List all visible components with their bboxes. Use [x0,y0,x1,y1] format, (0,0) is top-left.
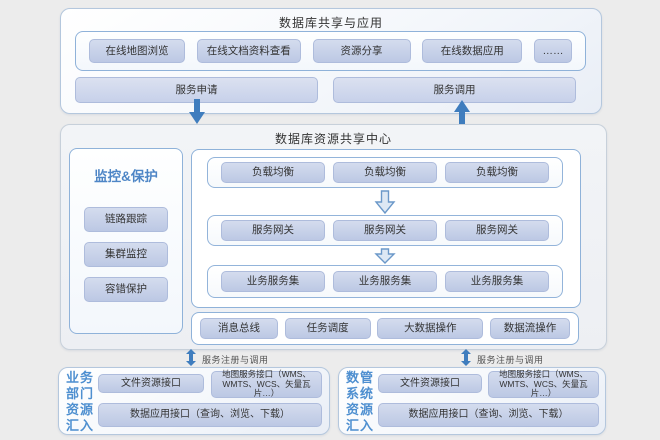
data-mgmt-title: 数管 系统 资源 汇入 [345,370,374,433]
node-file-resource-api: 文件资源接口 [98,374,204,393]
node-link-tracing: 链路跟踪 [84,207,168,232]
node-business-service-set: 业务服务集 [445,271,549,292]
node-load-balancer: 负载均衡 [445,162,549,183]
monitor-protect-title: 监控&保护 [94,169,158,184]
center-panel-title: 数据库资源共享中心 [274,132,392,146]
arrow-up-down-icon [461,349,471,366]
arrow-down-outline-icon [374,190,396,214]
node-business-service-set: 业务服务集 [333,271,437,292]
node-data-app-api: 数据应用接口（查询、浏览、下载） [98,403,322,427]
business-dept-title: 业务 部门 资源 汇入 [65,370,94,433]
node-resource-share: 资源分享 [312,39,411,63]
arrow-down-icon [189,99,205,124]
node-service-gateway: 服务网关 [445,220,549,241]
application-group: 在线地图浏览 在线文档资料查看 资源分享 在线数据应用 …… [75,31,586,71]
arrow-up-icon [454,100,470,125]
top-panel-title: 数据库共享与应用 [278,16,383,30]
node-dataflow-ops: 数据流操作 [489,318,570,339]
tier-load-balancer: 负载均衡 负载均衡 负载均衡 [207,157,563,188]
node-ellipsis: …… [534,39,572,63]
bus-group: 消息总线 任务调度 大数据操作 数据流操作 [191,312,579,345]
node-map-service-api: 地图服务接口（WMS、WMTS、WCS、矢量瓦片…） [211,369,322,398]
center-panel-share-hub: 数据库资源共享中心 监控&保护 链路跟踪 集群监控 容错保护 负载均衡 负载均衡… [60,124,607,350]
node-online-data-app: 在线数据应用 [422,39,523,63]
top-panel-database-sharing: 数据库共享与应用 在线地图浏览 在线文档资料查看 资源分享 在线数据应用 …… … [60,8,602,114]
tier-business-service-set: 业务服务集 业务服务集 业务服务集 [207,265,563,298]
monitor-protect-group: 监控&保护 链路跟踪 集群监控 容错保护 [69,148,183,334]
service-tiers-group: 负载均衡 负载均衡 负载均衡 服务网关 服务网关 服务网关 业务服务集 业务服务… [191,149,581,308]
register-invoke-label: 服务注册与调用 [202,355,269,365]
node-data-app-api: 数据应用接口（查询、浏览、下载） [378,403,599,427]
node-service-gateway: 服务网关 [221,220,325,241]
node-fault-tolerance: 容错保护 [84,277,168,302]
node-service-request: 服务申请 [75,77,318,103]
bottom-panel-business-dept: 业务 部门 资源 汇入 文件资源接口 地图服务接口（WMS、WMTS、WCS、矢… [58,367,330,435]
node-online-doc-view: 在线文档资料查看 [196,39,301,63]
node-file-resource-api: 文件资源接口 [378,374,482,393]
bottom-panel-data-mgmt-system: 数管 系统 资源 汇入 文件资源接口 地图服务接口（WMS、WMTS、WCS、矢… [338,367,606,435]
arrow-down-outline-icon [374,248,396,264]
node-task-scheduling: 任务调度 [284,318,371,339]
node-message-bus: 消息总线 [200,318,278,339]
node-bigdata-ops: 大数据操作 [377,318,484,339]
node-business-service-set: 业务服务集 [221,271,325,292]
node-load-balancer: 负载均衡 [221,162,325,183]
node-service-invoke: 服务调用 [333,77,576,103]
node-cluster-monitor: 集群监控 [84,242,168,267]
node-service-gateway: 服务网关 [333,220,437,241]
tier-service-gateway: 服务网关 服务网关 服务网关 [207,215,563,246]
register-invoke-label: 服务注册与调用 [477,355,544,365]
node-map-service-api: 地图服务接口（WMS、WMTS、WCS、矢量瓦片…） [488,369,599,398]
arrow-up-down-icon [186,349,196,366]
node-load-balancer: 负载均衡 [333,162,437,183]
node-online-map-browse: 在线地图浏览 [89,39,185,63]
